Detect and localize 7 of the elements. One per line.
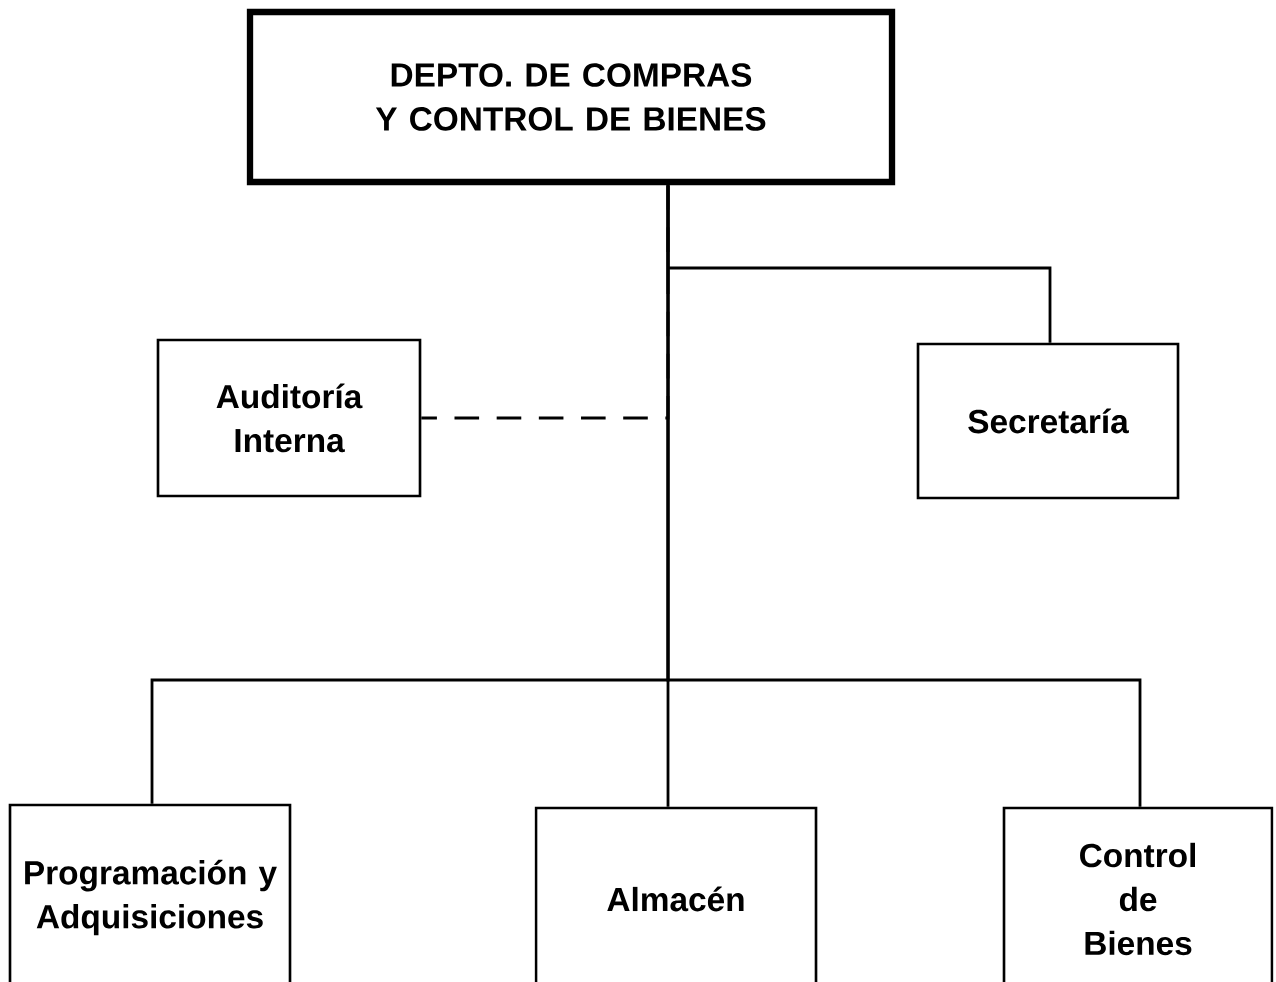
- org-box: Auditoría Interna: [156, 338, 422, 498]
- connector-line: [666, 185, 1142, 807]
- org-box: Control de Bienes: [1002, 806, 1274, 982]
- org-box: DEPTO. DE COMPRAS Y CONTROL DE BIENES: [246, 8, 896, 186]
- org-box: Secretaría: [916, 342, 1180, 500]
- org-box: Programación y Adquisiciones: [8, 803, 292, 982]
- org-box: Almacén: [534, 806, 818, 982]
